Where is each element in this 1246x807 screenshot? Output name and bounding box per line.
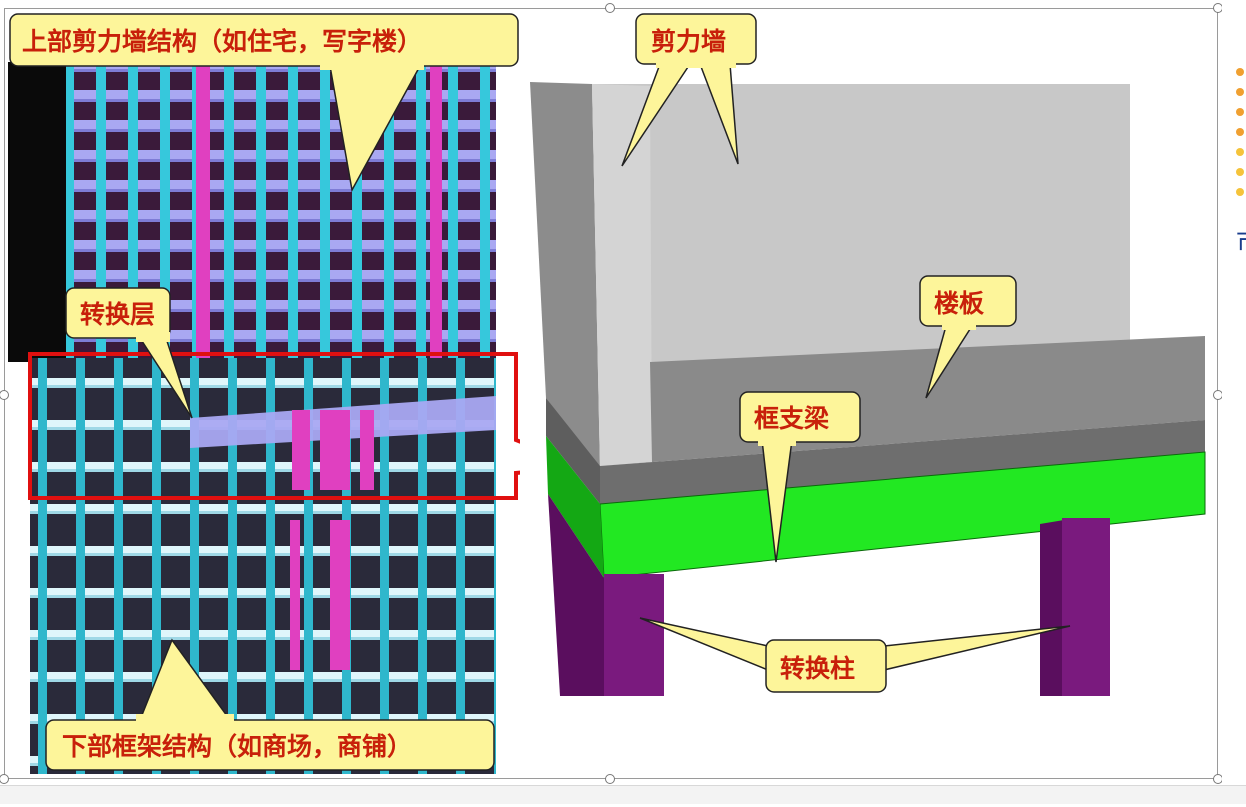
label-shear-wall: 剪力墙 (651, 27, 726, 56)
side-panel (1222, 0, 1246, 803)
label-slab: 楼板 (934, 289, 984, 318)
side-panel-dot (1236, 188, 1244, 196)
side-panel-dot (1236, 88, 1244, 96)
right-detail-model (520, 72, 1210, 700)
transfer-column-right (1062, 518, 1110, 696)
label-lower-frame: 下部框架结构（如商场，商铺） (62, 732, 412, 761)
bottom-status-bar (0, 785, 1246, 804)
side-panel-dot (1236, 168, 1244, 176)
side-panel-dot (1236, 128, 1244, 136)
left-building-model (8, 62, 496, 774)
label-column: 转换柱 (780, 654, 855, 683)
side-panel-glyph: 市 (1236, 230, 1246, 256)
label-beam: 框支梁 (754, 404, 829, 433)
side-panel-dot (1236, 68, 1244, 76)
resize-handle-top[interactable] (605, 3, 615, 13)
side-panel-dot (1236, 108, 1244, 116)
transfer-column-left (604, 574, 664, 696)
model-dark-edge (8, 62, 68, 362)
label-transfer-floor: 转换层 (80, 300, 155, 329)
side-panel-dot (1236, 148, 1244, 156)
resize-handle-bottom[interactable] (605, 774, 615, 784)
label-upper-wall: 上部剪力墙结构（如住宅，写字楼） (22, 27, 422, 56)
